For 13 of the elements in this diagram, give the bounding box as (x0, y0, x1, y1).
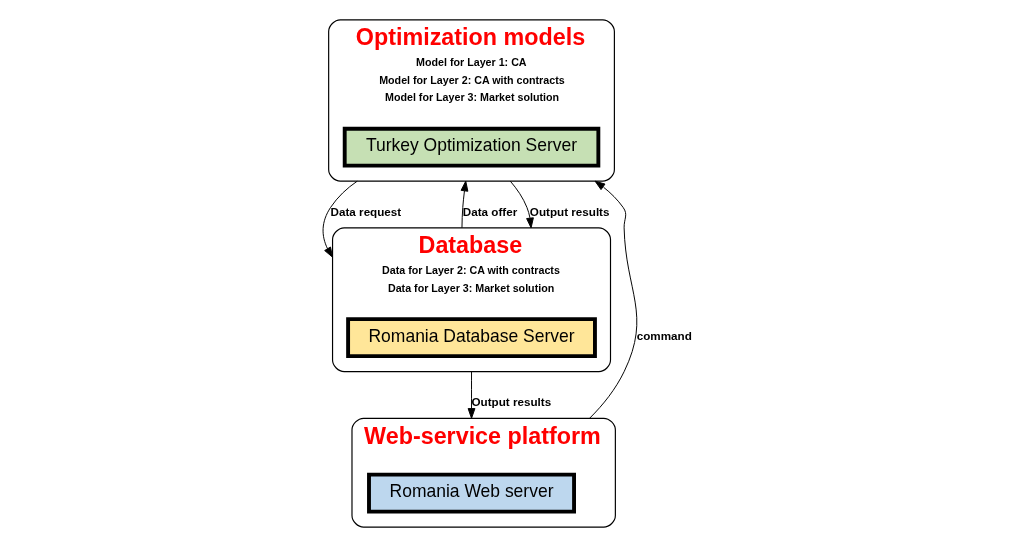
arrow (589, 180, 638, 419)
node-box: Romania Database Server (346, 317, 597, 359)
arrow (460, 180, 469, 229)
node-box: Turkey Optimization Server (342, 126, 601, 168)
edge-label: Output results (529, 204, 610, 218)
node-box: Romania Web server (367, 472, 576, 514)
edge-label: Output results (471, 395, 552, 409)
arrow (322, 180, 358, 258)
edge-label: command (636, 328, 692, 342)
arrow (509, 180, 534, 229)
edge-label: Data request (330, 204, 402, 218)
edge-label: Data offer (462, 204, 518, 218)
arrow (467, 371, 476, 419)
